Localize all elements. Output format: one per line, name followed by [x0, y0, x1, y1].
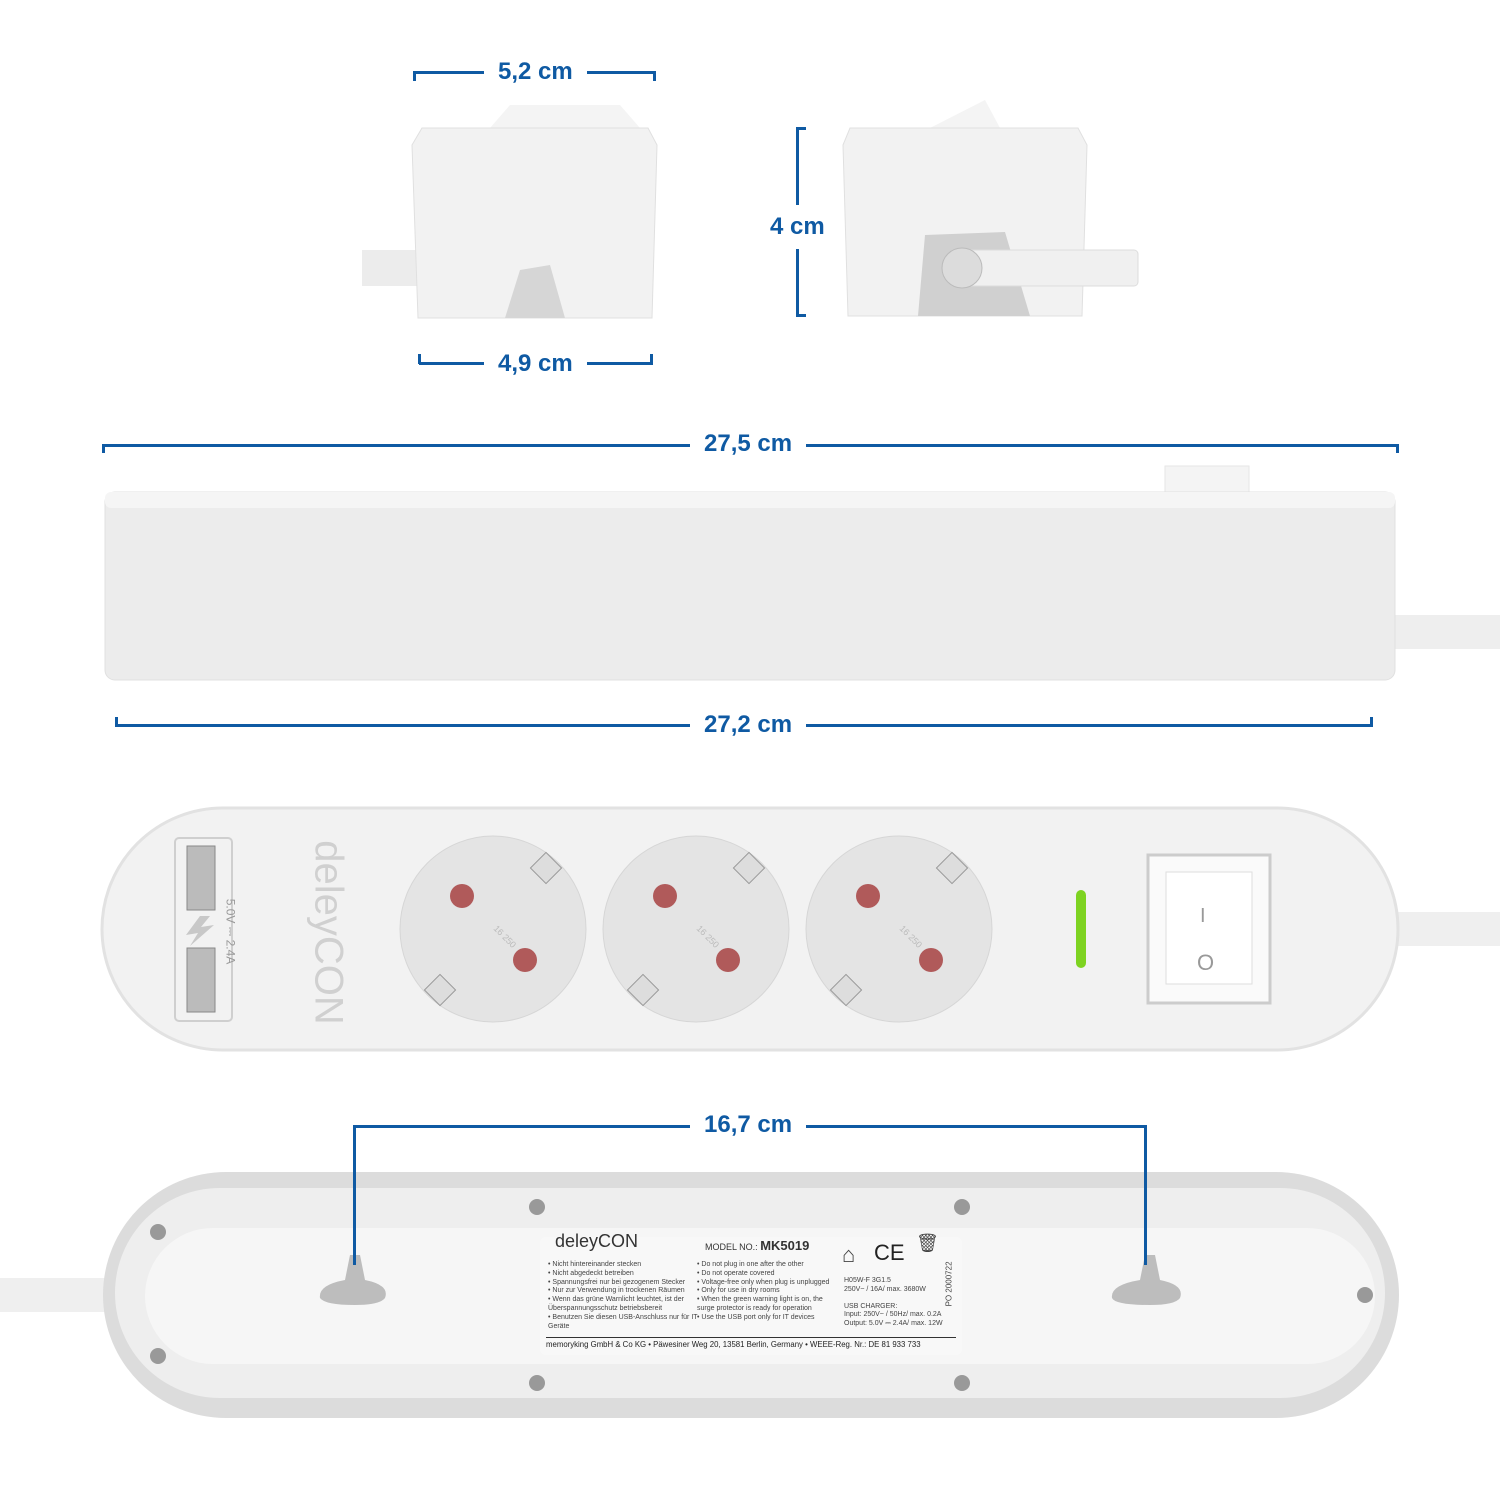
- usb-output: Output: 5.0V ⎓ 2.4A/ max. 12W: [844, 1320, 943, 1328]
- cable-spec: H05W-F 3G1.5: [844, 1277, 891, 1284]
- weee-bin-icon: 🗑: [916, 1233, 939, 1253]
- dim-bottom-width: 4,9 cm: [484, 350, 587, 378]
- note: Use the USB port only for IT devices: [697, 1314, 842, 1323]
- schuko-socket: 16 250: [602, 835, 790, 1023]
- note: Do not plug in one after the other: [697, 1261, 842, 1270]
- usb-rating: 5.0V ⎓ 2.4A: [223, 898, 238, 965]
- dim-body-length: 27,2 cm: [690, 711, 807, 739]
- note: When the green warning light is on, the …: [697, 1296, 842, 1314]
- ce-mark: CE: [874, 1240, 905, 1265]
- note: Benutzen Sie diesen USB-Anschluss nur fü…: [548, 1314, 698, 1332]
- specs: H05W-F 3G1.5 250V~ / 16A/ max. 3680W USB…: [844, 1277, 943, 1329]
- side-view: [104, 465, 1500, 681]
- label-footer: memoryking GmbH & Co KG • Päwesiner Weg …: [546, 1340, 921, 1349]
- model-prefix: MODEL NO.:: [705, 1242, 758, 1252]
- usb-input: Input: 250V~ / 50Hz/ max. 0.2A: [844, 1311, 942, 1319]
- top-view: 16 250 16 250 16 250: [100, 806, 1500, 1052]
- schuko-socket: 16 250: [805, 835, 993, 1023]
- note: Nicht abgedeckt betreiben: [548, 1270, 698, 1279]
- note: Do not operate covered: [697, 1270, 842, 1279]
- note: Only for use in dry rooms: [697, 1287, 842, 1296]
- product-label: deleyCON MODEL NO.: MK5019 Nicht hintere…: [540, 1231, 962, 1355]
- dim-total-length: 27,5 cm: [690, 430, 807, 458]
- note: Spannungsfrei nur bei gezogenem Stecker: [548, 1279, 698, 1288]
- model-number: MK5019: [760, 1238, 810, 1253]
- note: Nicht hintereinander stecken: [548, 1261, 698, 1270]
- end-view-side: [842, 100, 1139, 317]
- end-view-front: [362, 105, 658, 319]
- note: Wenn das grüne Warnlicht leuchtet, ist d…: [548, 1296, 698, 1314]
- dim-height: 4 cm: [756, 205, 839, 249]
- brand-logo: deleyCON: [306, 840, 351, 1025]
- switch-on-mark: I: [1200, 905, 1206, 927]
- po-number: PO 2000722: [944, 1261, 954, 1307]
- usb-title: USB CHARGER:: [844, 1302, 898, 1310]
- switch-off-mark: O: [1197, 950, 1215, 975]
- en-notes: Do not plug in one after the other Do no…: [697, 1261, 842, 1323]
- de-notes: Nicht hintereinander stecken Nicht abged…: [548, 1261, 698, 1331]
- dim-mount-distance: 16,7 cm: [690, 1111, 807, 1139]
- note: Voltage-free only when plug is unplugged: [697, 1279, 842, 1288]
- power-rating: 250V~ / 16A/ max. 3680W: [844, 1285, 926, 1293]
- note: Nur zur Verwendung in trockenen Räumen: [548, 1287, 698, 1296]
- schuko-socket: 16 250: [399, 835, 587, 1023]
- house-icon: ⌂: [842, 1242, 856, 1267]
- dim-top-width: 5,2 cm: [484, 58, 587, 86]
- label-brand: deleyCON: [555, 1231, 639, 1251]
